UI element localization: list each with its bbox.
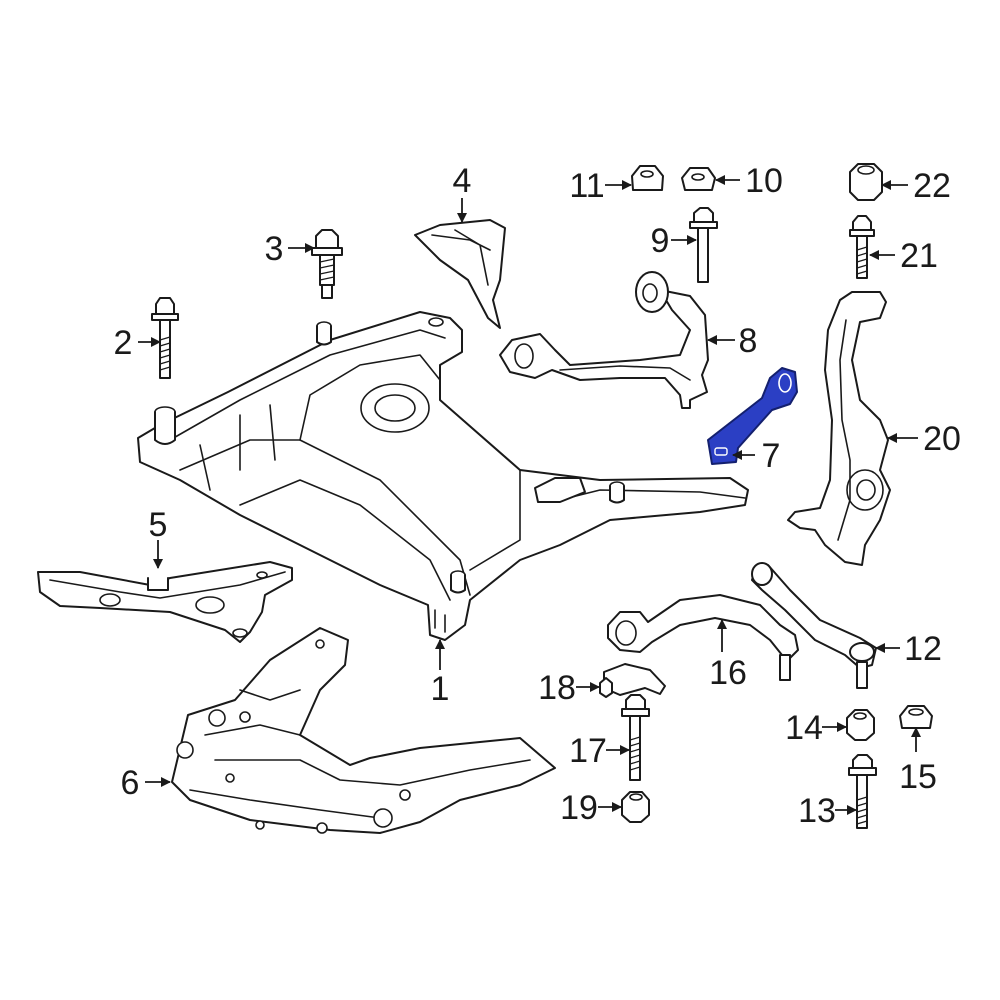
callout-11: 11	[569, 167, 604, 205]
callout-14: 14	[785, 709, 823, 747]
brace-5-part[interactable]	[37, 561, 293, 643]
callout-18: 18	[538, 669, 576, 707]
callout-22: 22	[913, 167, 951, 205]
bolt-21-part[interactable]	[849, 215, 875, 279]
callout-8: 8	[739, 322, 758, 360]
nut-10-part[interactable]	[681, 167, 716, 191]
nut-19-part[interactable]	[621, 791, 650, 823]
callout-3: 3	[265, 230, 284, 268]
callout-leaders	[138, 175, 921, 815]
subframe-part[interactable]	[137, 311, 749, 641]
lower-arm-12-part[interactable]	[751, 562, 877, 689]
callout-20: 20	[923, 420, 961, 458]
callout-5: 5	[149, 506, 168, 544]
nut-14-part[interactable]	[846, 709, 875, 741]
bolt-2-part[interactable]	[151, 297, 179, 379]
callout-labels: 1 2 3 4 5 6 7 8 9 10 11 12 13 14 15 16 1…	[114, 162, 961, 830]
callout-19: 19	[560, 789, 598, 827]
callout-13: 13	[798, 792, 836, 830]
callout-17: 17	[569, 732, 607, 770]
bolt-17-part[interactable]	[621, 694, 650, 781]
callout-15: 15	[899, 758, 937, 796]
control-arm-8-part[interactable]	[499, 271, 709, 409]
callout-4: 4	[453, 162, 472, 200]
bolt-9-part[interactable]	[689, 207, 718, 283]
knuckle-20-part[interactable]	[787, 291, 891, 566]
callout-2: 2	[114, 324, 133, 362]
callout-6: 6	[121, 764, 140, 802]
callout-12: 12	[904, 630, 942, 668]
strut-16-part[interactable]	[607, 594, 799, 681]
callout-1: 1	[431, 670, 450, 708]
bolt-13-part[interactable]	[848, 754, 877, 829]
callout-10: 10	[745, 162, 783, 200]
nut-15-part[interactable]	[899, 705, 933, 729]
callout-16: 16	[709, 654, 747, 692]
nut-11-part[interactable]	[631, 165, 664, 191]
shield-6-part[interactable]	[171, 627, 556, 834]
link-7-part[interactable]	[707, 367, 798, 465]
callout-9: 9	[651, 222, 670, 260]
callout-7: 7	[762, 437, 781, 475]
bolt-3-part[interactable]	[311, 229, 343, 299]
clip-18-part[interactable]	[599, 663, 666, 698]
bracket-4-part[interactable]	[414, 219, 506, 329]
nut-22-part[interactable]	[849, 163, 883, 201]
callout-21: 21	[900, 237, 938, 275]
